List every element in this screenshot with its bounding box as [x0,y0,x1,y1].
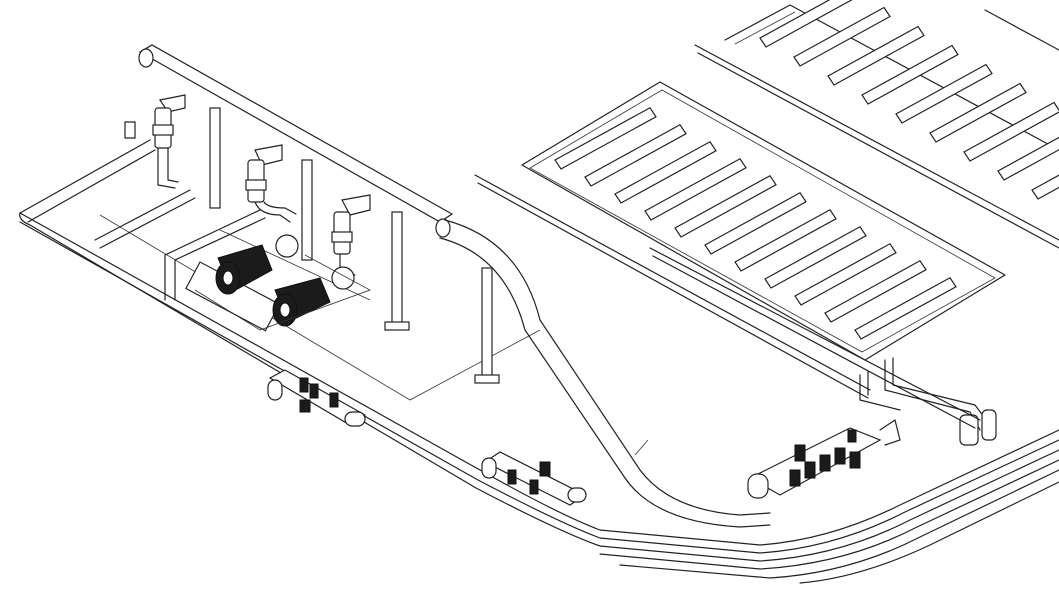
pump-drop-2 [245,144,297,223]
solar-panel [793,6,891,67]
solar-panel [824,259,927,323]
solar-array-front [474,81,1006,429]
valve-group-1 [267,369,367,427]
solar-panel [584,123,687,187]
left-branch-pipes [19,139,266,301]
header-pipe [138,44,454,238]
pump-motor-1 [185,234,299,332]
solar-panel [759,0,853,48]
valve-group-3 [747,419,901,499]
main-pipe-bundle [19,212,1059,584]
pump-drop-1 [124,94,186,189]
solar-panel [827,25,925,86]
support-columns [209,107,500,384]
s-bend-pipe [439,219,771,528]
pump-drop-3 [331,194,371,276]
solar-panel [704,191,807,255]
pump-skid [194,254,371,331]
valve-group-2 [481,451,587,506]
floor-slab [99,214,541,401]
solar-panel [895,63,993,124]
solar-panel [794,242,897,306]
solar-panel [1031,174,1059,200]
pump-motor-2 [272,266,355,327]
solar-array-back [694,0,1059,249]
solar-panel [963,101,1059,162]
solar-panel [854,276,957,340]
solar-panel [554,106,657,170]
solar-panel [614,140,717,204]
solar-panel [861,44,959,105]
solar-panel [997,136,1059,181]
solar-panel [674,174,777,238]
solar-panel [734,208,837,272]
solar-panel [764,225,867,289]
solar-panel [929,82,1027,143]
solar-panel [644,157,747,221]
right-risers [859,357,997,446]
